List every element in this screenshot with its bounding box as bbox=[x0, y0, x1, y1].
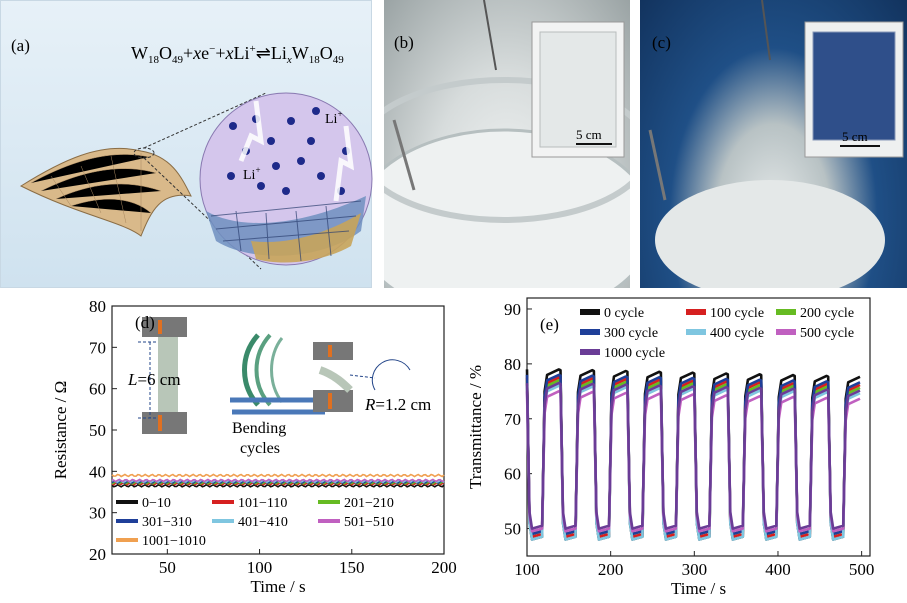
panel-c: 5 cm (c) bbox=[640, 0, 907, 288]
legend-label: 1000 cycle bbox=[604, 346, 665, 361]
y-tick-label: 70 bbox=[504, 410, 521, 429]
x-tick-label: 300 bbox=[682, 560, 708, 579]
x-tick-label: 400 bbox=[765, 560, 791, 579]
x-tick-label: 200 bbox=[598, 560, 624, 579]
panel-b-label: (b) bbox=[394, 33, 414, 52]
length-label: L=6 cm bbox=[127, 370, 181, 389]
x-tick-label: 500 bbox=[849, 560, 875, 579]
panel-a-label: (a) bbox=[11, 36, 30, 55]
y-tick-label: 50 bbox=[504, 520, 521, 539]
y-axis-label: Resistance / Ω bbox=[51, 381, 70, 480]
beaker-clear-photo: 5 cm (b) bbox=[384, 0, 630, 288]
y-tick-label: 30 bbox=[89, 504, 106, 523]
series-line-7 bbox=[111, 473, 445, 478]
resistance-chart: L=6 cm Bending cycles R=1.2 cm (d) 50 100… bbox=[51, 297, 457, 596]
legend-label: 0−10 bbox=[142, 496, 171, 511]
legend-label: 100 cycle bbox=[710, 306, 764, 321]
ion-arrow-up bbox=[333, 125, 355, 202]
panel-c-label: (c) bbox=[652, 33, 671, 52]
x-tick-label: 100 bbox=[514, 560, 540, 579]
bending-label-2: cycles bbox=[240, 440, 280, 457]
legend-label: 401−410 bbox=[238, 515, 288, 530]
legend-label: 400 cycle bbox=[710, 326, 764, 341]
panel-a: (a) W18O49+xe−+xLi+⇌LixW18O49 Li+ Li+ bbox=[0, 0, 373, 288]
y-tick-label: 20 bbox=[89, 545, 106, 564]
series-line-1 bbox=[111, 483, 445, 488]
panel-b: 5 cm (b) bbox=[384, 0, 630, 288]
legend-label: 0 cycle bbox=[604, 306, 644, 321]
series-line-6 bbox=[111, 478, 445, 483]
film-grid bbox=[30, 153, 162, 231]
ion-label-1: Li+ bbox=[325, 109, 343, 127]
y-tick-label: 70 bbox=[89, 338, 106, 357]
equation: W18O49+xe−+xLi+⇌LixW18O49 bbox=[131, 43, 344, 66]
y-tick-label: 90 bbox=[504, 300, 521, 319]
y-tick-label: 60 bbox=[504, 465, 521, 484]
y-tick-label: 60 bbox=[89, 380, 106, 399]
x-axis-label: Time / s bbox=[250, 577, 305, 596]
legend-label: 301−310 bbox=[142, 515, 192, 530]
bending-label-1: Bending bbox=[232, 420, 286, 437]
x-tick-label: 100 bbox=[247, 558, 273, 577]
y-tick-label: 80 bbox=[89, 297, 106, 316]
legend-label: 300 cycle bbox=[604, 326, 658, 341]
series-line-7 bbox=[525, 381, 861, 530]
legend-label: 501−510 bbox=[344, 515, 394, 530]
legend-label: 200 cycle bbox=[800, 306, 854, 321]
legend-label: 1001−1010 bbox=[142, 534, 206, 549]
panel-e-label: (e) bbox=[540, 315, 559, 334]
y-tick-label: 50 bbox=[89, 421, 106, 440]
panel-a-illustration: (a) W18O49+xe−+xLi+⇌LixW18O49 Li+ Li+ bbox=[11, 36, 373, 270]
scale-label-b: 5 cm bbox=[576, 127, 602, 142]
scale-label-c: 5 cm bbox=[842, 129, 868, 144]
ion-label-2: Li+ bbox=[243, 165, 261, 183]
y-axis-label: Transmittance / % bbox=[466, 365, 485, 489]
beaker-colored-photo: 5 cm (c) bbox=[648, 0, 904, 288]
radius-label: R=1.2 cm bbox=[364, 395, 431, 414]
y-tick-label: 80 bbox=[504, 355, 521, 374]
x-tick-label: 150 bbox=[339, 558, 365, 577]
x-tick-label: 50 bbox=[159, 558, 176, 577]
y-tick-label: 40 bbox=[89, 462, 106, 481]
x-tick-label: 200 bbox=[431, 558, 457, 577]
x-axis-label: Time / s bbox=[671, 579, 726, 598]
bending-inset: L=6 cm Bending cycles R=1.2 cm bbox=[127, 317, 431, 457]
legend-label: 201−210 bbox=[344, 496, 394, 511]
panel-d-label: (d) bbox=[135, 313, 155, 332]
legend-label: 101−110 bbox=[238, 496, 287, 511]
legend-label: 500 cycle bbox=[800, 326, 854, 341]
ion-arrow-down bbox=[238, 100, 265, 162]
